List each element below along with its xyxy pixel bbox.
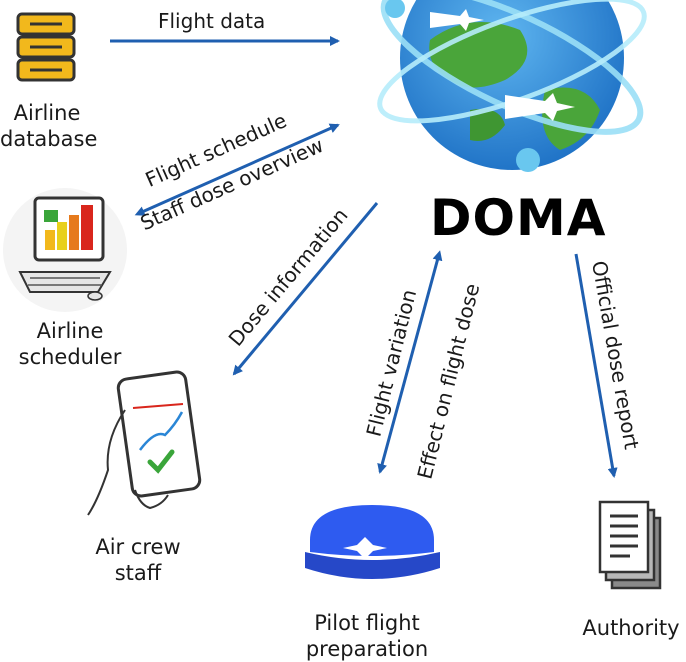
- doma-title: DOMA: [430, 189, 607, 247]
- pilot-cap-icon: [305, 505, 440, 579]
- air-crew-label-line1: Air crew: [95, 535, 181, 559]
- airline-scheduler-label-line2: scheduler: [18, 345, 122, 369]
- airline-scheduler-label-line1: Airline: [36, 319, 104, 343]
- pilot-label: Pilot flight preparation: [292, 610, 442, 662]
- phone-hand-icon: [87, 370, 202, 516]
- globe-with-airplanes-icon: [377, 0, 647, 172]
- edge-label-flight-data: Flight data: [158, 9, 266, 33]
- authority-label: Authority: [578, 615, 684, 641]
- airline-database-label-line2: database: [0, 127, 98, 151]
- documents-icon: [598, 500, 662, 590]
- pilot-label-line1: Pilot flight: [314, 611, 420, 635]
- arrow-flight-variation-double: [377, 250, 443, 474]
- computer-chart-icon: [3, 188, 127, 312]
- airline-scheduler-label: Airline scheduler: [5, 318, 135, 370]
- air-crew-label-line2: staff: [114, 561, 162, 585]
- pilot-label-line2: preparation: [305, 637, 429, 661]
- arrow-official-dose-report: [574, 253, 618, 478]
- arrow-dose-information: [232, 202, 379, 376]
- database-icon: [16, 12, 76, 82]
- airline-database-label: Airline database: [0, 100, 98, 152]
- airline-database-label-line1: Airline: [13, 101, 81, 125]
- authority-label-line1: Authority: [582, 616, 680, 640]
- arrow-schedule-double: [134, 123, 340, 216]
- air-crew-label: Air crew staff: [78, 534, 198, 586]
